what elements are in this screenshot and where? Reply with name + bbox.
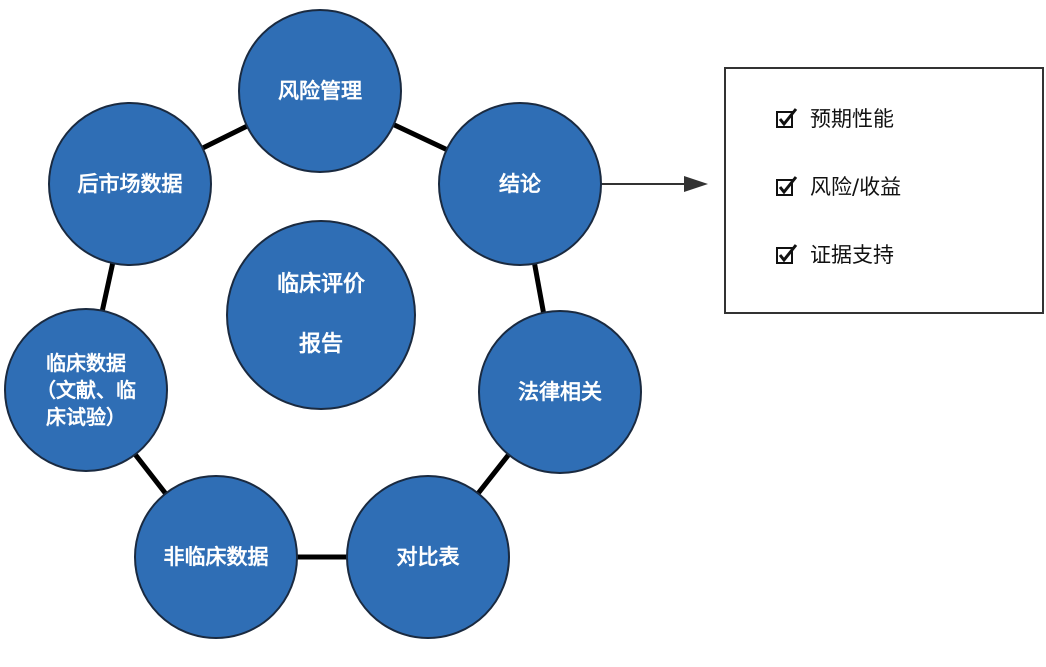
node-comparison: 对比表 <box>346 475 510 639</box>
node-label: 对比表 <box>396 545 460 569</box>
node-legal: 法律相关 <box>478 310 642 474</box>
node-label: 非临床数据 <box>163 545 269 569</box>
check-item: 证据支持 <box>776 239 894 269</box>
check-item: 风险/收益 <box>776 171 901 201</box>
checkbox-checked-icon <box>776 107 798 129</box>
check-item-label: 预期性能 <box>810 107 894 131</box>
checklist-box: 预期性能 风险/收益 证据支持 <box>724 67 1044 314</box>
center-node: 临床评价 报告 <box>226 220 416 410</box>
node-label: 风险管理 <box>278 79 362 103</box>
center-label-line1: 临床评价 <box>276 272 365 297</box>
node-postmarket: 后市场数据 <box>48 102 212 266</box>
node-label: 法律相关 <box>518 380 602 404</box>
node-clinical: 临床数据 （文献、临 床试验） <box>4 308 168 472</box>
arrow-head <box>684 176 708 192</box>
node-nonclinical: 非临床数据 <box>134 475 298 639</box>
check-item-label: 证据支持 <box>810 243 894 267</box>
checkbox-checked-icon <box>776 175 798 197</box>
node-label: 后市场数据 <box>77 172 183 196</box>
center-label-line2: 报告 <box>298 332 343 357</box>
node-conclusion: 结论 <box>438 102 602 266</box>
check-item-label: 风险/收益 <box>810 175 902 199</box>
checkbox-checked-icon <box>776 243 798 265</box>
node-label: 结论 <box>499 172 541 196</box>
node-risk-management: 风险管理 <box>238 9 402 173</box>
check-item: 预期性能 <box>776 103 894 133</box>
node-label: 临床数据 （文献、临 床试验） <box>36 350 136 429</box>
